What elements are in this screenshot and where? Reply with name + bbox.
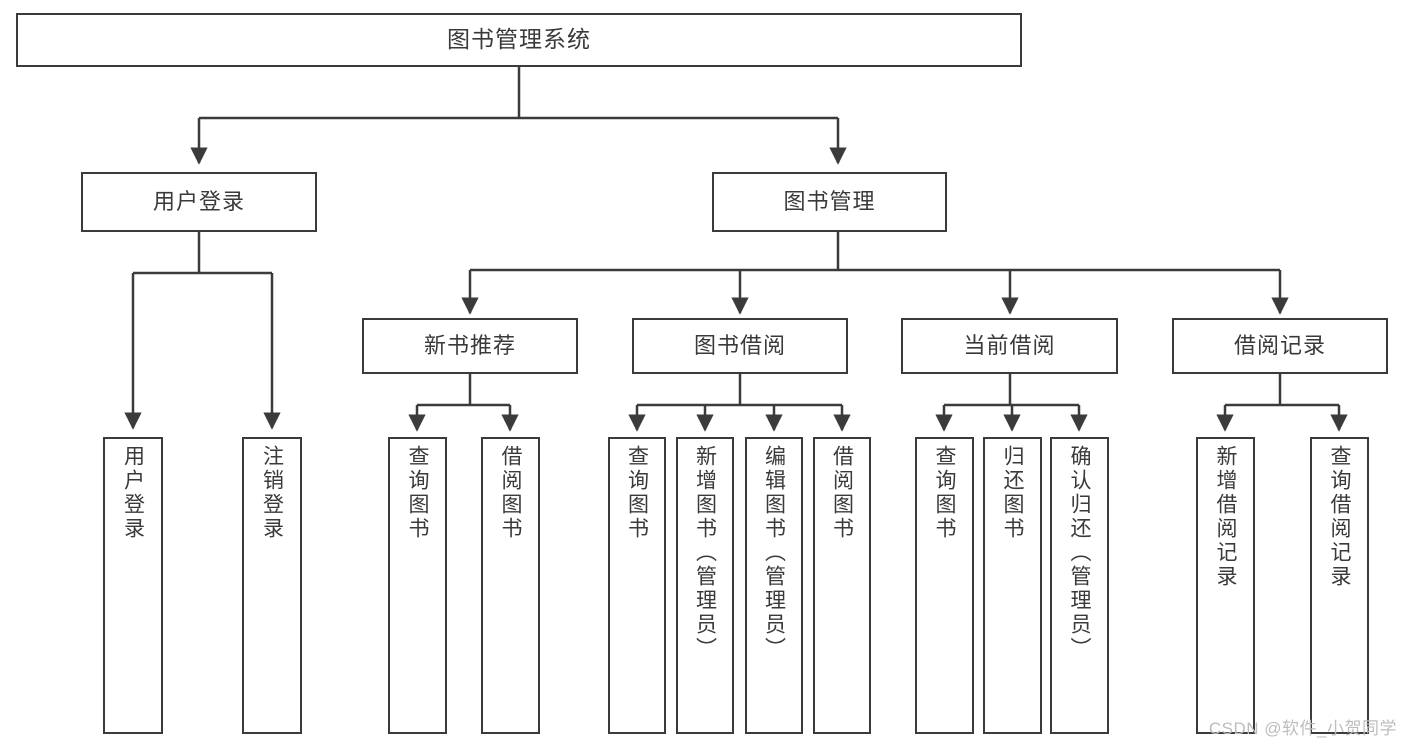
leaf-current-query-book[interactable]: 查询图书 [915, 437, 974, 734]
node-label: 查询图书 [933, 445, 956, 541]
node-label: 借阅图书 [499, 445, 522, 541]
node-user-login[interactable]: 用户登录 [81, 172, 317, 232]
leaf-record-add-borrow-record[interactable]: 新增借阅记录 [1196, 437, 1255, 734]
node-current-borrow[interactable]: 当前借阅 [901, 318, 1118, 374]
node-label: 图书管理系统 [447, 26, 591, 53]
node-new-book-recommend[interactable]: 新书推荐 [362, 318, 578, 374]
leaf-borrow-query-book[interactable]: 查询图书 [608, 437, 666, 734]
node-label: 注销登录 [260, 445, 284, 541]
node-label: 用户登录 [121, 445, 145, 541]
node-label: 编辑图书（管理员） [762, 445, 786, 661]
leaf-current-return-book[interactable]: 归还图书 [983, 437, 1042, 734]
node-label: 新书推荐 [423, 332, 516, 358]
leaf-current-confirm-return-admin[interactable]: 确认归还（管理员） [1050, 437, 1109, 734]
node-label: 当前借阅 [963, 332, 1056, 358]
node-label: 新增借阅记录 [1214, 445, 1237, 589]
leaf-user-login[interactable]: 用户登录 [103, 437, 163, 734]
leaf-record-query-borrow-record[interactable]: 查询借阅记录 [1310, 437, 1369, 734]
leaf-borrow-edit-book-admin[interactable]: 编辑图书（管理员） [745, 437, 803, 734]
node-label: 用户登录 [152, 188, 245, 214]
leaf-new-book-borrow-book[interactable]: 借阅图书 [481, 437, 540, 734]
leaf-borrow-add-book-admin[interactable]: 新增图书（管理员） [676, 437, 734, 734]
node-label: 图书借阅 [693, 332, 786, 358]
node-label: 借阅图书 [830, 445, 854, 541]
node-label: 查询图书 [625, 445, 649, 541]
leaf-new-book-query-book[interactable]: 查询图书 [388, 437, 447, 734]
node-borrow-record[interactable]: 借阅记录 [1172, 318, 1388, 374]
node-label: 确认归还（管理员） [1068, 445, 1091, 661]
node-label: 新增图书（管理员） [693, 445, 717, 661]
node-label: 借阅记录 [1233, 332, 1326, 358]
leaf-borrow-borrow-book[interactable]: 借阅图书 [813, 437, 871, 734]
node-root-book-management-system[interactable]: 图书管理系统 [16, 13, 1022, 67]
node-label: 查询图书 [406, 445, 429, 541]
node-label: 查询借阅记录 [1328, 445, 1351, 589]
node-book-management[interactable]: 图书管理 [712, 172, 947, 232]
node-label: 归还图书 [1001, 445, 1024, 541]
leaf-logout[interactable]: 注销登录 [242, 437, 302, 734]
node-label: 图书管理 [783, 188, 876, 214]
node-book-borrow[interactable]: 图书借阅 [632, 318, 848, 374]
